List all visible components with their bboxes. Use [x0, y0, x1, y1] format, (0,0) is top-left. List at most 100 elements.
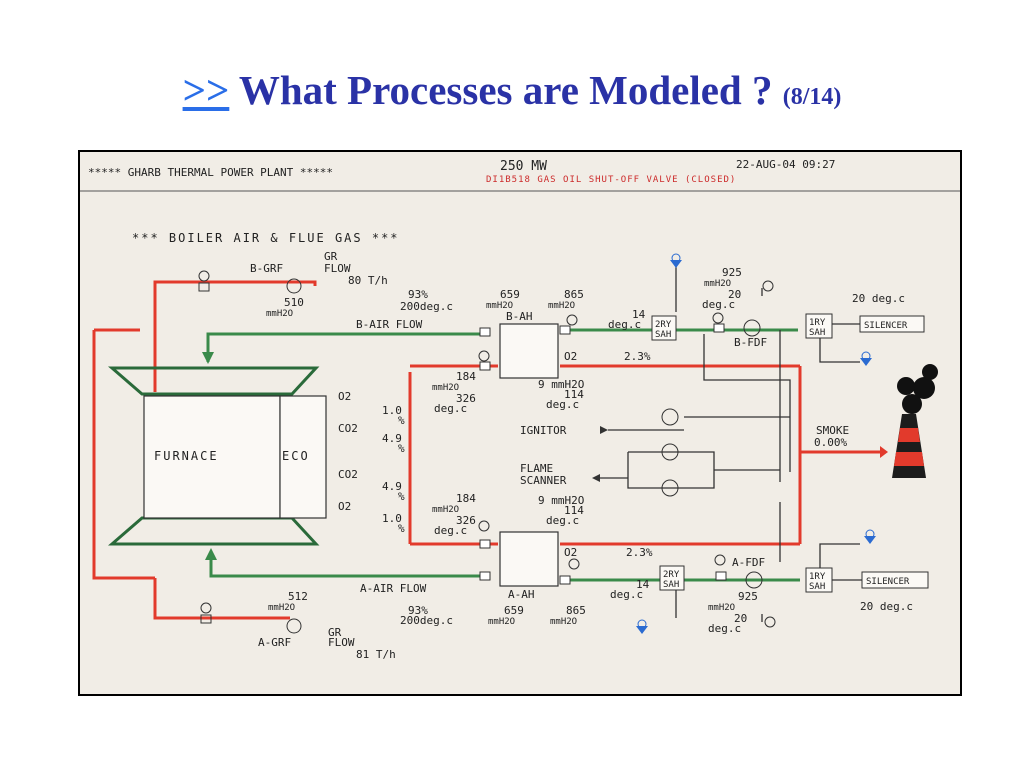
- a-o2-value-ah: 2.3%: [626, 546, 653, 559]
- b-grf-valve-icon[interactable]: [198, 270, 210, 282]
- plant-schematic-frame: ***** GHARB THERMAL POWER PLANT ***** 25…: [78, 150, 962, 696]
- a-o2-label-ah: O2: [564, 546, 577, 559]
- b-fdf-valve-icon[interactable]: [712, 312, 724, 324]
- a-co2-value: 4.9: [382, 480, 402, 493]
- b-gas-out-pressure: 9 mmH2O: [538, 378, 584, 391]
- boiler-air-flue-gas-schematic: ***** GHARB THERMAL POWER PLANT ***** 25…: [80, 158, 960, 661]
- b-side: B-GRF GR FLOW 80 T/h 510 mmH2O 93% 200de…: [198, 250, 925, 415]
- a-gas-in-temp: 326: [456, 514, 476, 527]
- a-fdf-fan-icon[interactable]: [745, 571, 763, 589]
- b-2ry-sah[interactable]: [651, 315, 677, 341]
- b-sah2-label-1: 2RY: [655, 320, 672, 330]
- b-sah2-temp: 14: [632, 308, 646, 321]
- a-gas-in-temp-unit: deg.c: [434, 524, 467, 537]
- a-gas-out-temp: 114: [564, 504, 584, 517]
- b-ah-out-unit: mmH2O: [548, 301, 575, 311]
- b-1ry-sah[interactable]: [805, 313, 833, 339]
- ignitor-label: IGNITOR: [520, 424, 567, 437]
- a-flow-value: 81 T/h: [356, 648, 396, 661]
- b-fdf-temp: 20: [728, 288, 741, 301]
- chimney-icon: [892, 414, 926, 478]
- scanner-fan-2-icon[interactable]: [661, 479, 679, 497]
- b-air-damper-icon[interactable]: [479, 327, 491, 337]
- b-ah-in-pressure: 659: [500, 288, 520, 301]
- b-fdf-fan-icon[interactable]: [743, 319, 761, 337]
- a-fdf-gauge-icon: [764, 616, 776, 628]
- a-fdf-pressure: 925: [738, 590, 758, 603]
- a-grf-fan-icon[interactable]: [286, 618, 302, 634]
- b-co2-value: 4.9: [382, 432, 402, 445]
- a-ah-label: A-AH: [508, 588, 535, 601]
- power-output: 250 MW: [500, 159, 547, 174]
- b-sah-valve-actuator-icon: [861, 351, 871, 361]
- a-2ry-sah[interactable]: [659, 565, 685, 591]
- a-gr-label: GR: [328, 626, 342, 639]
- furnace-bottom-hopper: [107, 516, 320, 546]
- flame-scanner-label-1: FLAME: [520, 462, 553, 475]
- a-1ry-sah[interactable]: [805, 567, 833, 593]
- a-o2-label: O2: [338, 500, 351, 513]
- b-fdf-damper-icon[interactable]: [713, 323, 725, 333]
- furnace-assembly: FURNACE ECO: [107, 366, 327, 546]
- a-fdf-valve-icon[interactable]: [714, 554, 726, 566]
- a-steam-valve-actuator-icon: [637, 619, 647, 629]
- a-fdf-damper-icon[interactable]: [715, 571, 727, 581]
- b-sah1-label-2: SAH: [809, 328, 825, 338]
- b-co2-label: CO2: [338, 422, 358, 435]
- a-sah2-label-2: SAH: [663, 580, 679, 590]
- a-ah-in-pressure: 659: [504, 604, 524, 617]
- a-sah2-temp-unit: deg.c: [610, 588, 643, 601]
- a-sah1-label-1: 1RY: [809, 572, 826, 582]
- b-gas-in-pressure: 184: [456, 370, 476, 383]
- b-gas-out-temp-unit: deg.c: [546, 398, 579, 411]
- b-steam-valve-icon[interactable]: [670, 260, 682, 268]
- a-air-flow-label: A-AIR FLOW: [360, 582, 427, 595]
- b-silencer-label: SILENCER: [864, 321, 908, 331]
- b-flow-label: FLOW: [324, 262, 351, 275]
- furnace-top-hopper: [107, 366, 320, 396]
- a-sah-valve-icon[interactable]: [864, 536, 876, 544]
- a-air-heater: [499, 531, 559, 587]
- a-gas-in-pressure: 184: [456, 492, 476, 505]
- smoke-value: 0.00%: [814, 436, 847, 449]
- a-sah-valve-actuator-icon: [865, 529, 875, 539]
- a-steam-valve-icon[interactable]: [636, 626, 648, 634]
- b-silencer: [859, 315, 925, 333]
- a-gas-damper-icon[interactable]: [479, 539, 491, 549]
- b-o2-unit: %: [398, 414, 405, 427]
- b-gas-in-temp: 326: [456, 392, 476, 405]
- b-silencer-temp: 20 deg.c: [852, 292, 905, 305]
- b-ah-outlet-damper-icon[interactable]: [559, 325, 571, 335]
- b-gas-out-temp: 114: [564, 388, 584, 401]
- b-grf-fan-icon[interactable]: [286, 278, 302, 294]
- b-sah1-label-1: 1RY: [809, 318, 826, 328]
- b-air-flow-label: B-AIR FLOW: [356, 318, 423, 331]
- a-fdf-temp: 20: [734, 612, 747, 625]
- b-ah-in-unit: mmH2O: [486, 301, 513, 311]
- back-link[interactable]: >>: [182, 67, 230, 113]
- scanner-fan-1-icon[interactable]: [661, 443, 679, 461]
- datetime: 22-AUG-04 09:27: [736, 158, 835, 171]
- a-grf-pressure: 512: [288, 590, 308, 603]
- a-silencer-label: SILENCER: [866, 577, 910, 587]
- alarm-message: DI1B518 GAS OIL SHUT-OFF VALVE (CLOSED): [486, 175, 736, 185]
- schematic-subtitle: *** BOILER AIR & FLUE GAS ***: [132, 231, 400, 245]
- b-grf-pressure-unit: mmH2O: [266, 309, 293, 319]
- a-ah-out-unit: mmH2O: [550, 617, 577, 627]
- b-grf-valve-body-icon[interactable]: [198, 282, 210, 292]
- b-gas-damper-icon[interactable]: [479, 361, 491, 371]
- a-ah-outlet-damper-icon[interactable]: [559, 575, 571, 585]
- a-o2-unit: %: [398, 522, 405, 535]
- page-indicator: (8/14): [782, 84, 842, 110]
- b-sah-valve-icon[interactable]: [860, 358, 872, 366]
- economizer-box: [279, 395, 327, 519]
- ignitor-scanner: IGNITOR FLAME SCANNER: [520, 408, 679, 497]
- b-steam-valve-actuator-icon: [671, 253, 681, 263]
- a-grf-valve-icon[interactable]: [200, 602, 212, 614]
- a-air-damper-icon[interactable]: [479, 571, 491, 581]
- b-fdf-pressure-unit: mmH2O: [704, 279, 731, 289]
- b-o2-value-ah: 2.3%: [624, 350, 651, 363]
- ignitor-fan-icon[interactable]: [661, 408, 679, 426]
- b-ah-gauge-icon: [566, 314, 578, 326]
- a-grf-valve-body-icon[interactable]: [200, 614, 212, 624]
